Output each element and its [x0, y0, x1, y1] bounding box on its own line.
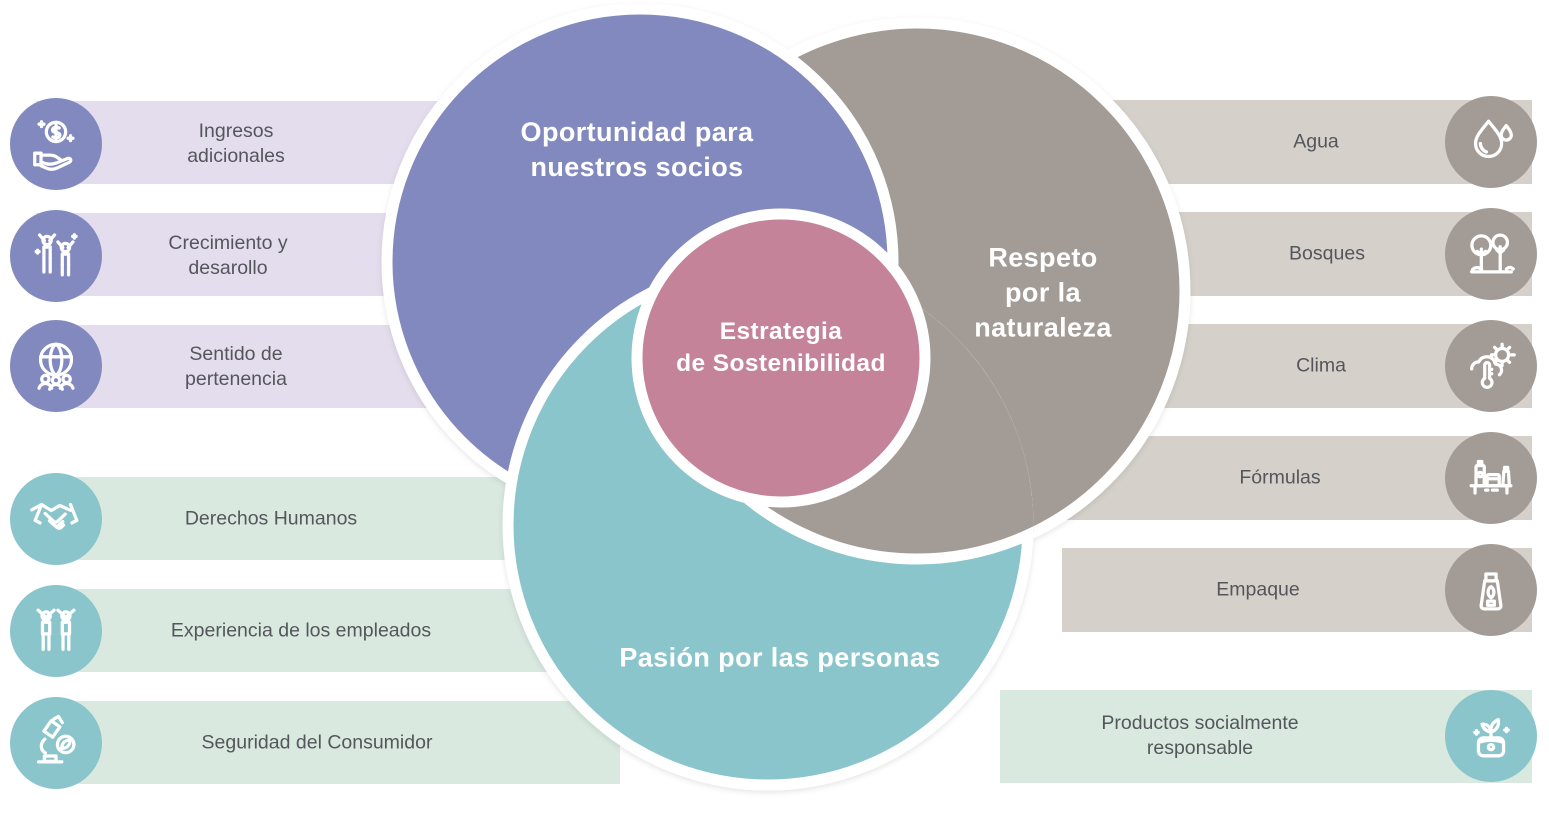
people-celebrating-icon [10, 210, 102, 302]
experiencia-label: Experiencia de los empleados [170, 619, 432, 642]
productos-bar [1000, 690, 1532, 783]
water-drop-icon [1445, 96, 1537, 188]
microscope-leaf-icon [10, 697, 102, 789]
crecimiento-label: Crecimiento y desarollo [168, 232, 288, 279]
handshake-icon [10, 473, 102, 565]
jar-sprout-icon [1445, 690, 1537, 782]
productos-label: Productos socialmente responsable [1101, 712, 1299, 759]
agua-label: Agua [1293, 130, 1339, 153]
clima-label: Clima [1296, 354, 1346, 377]
center-strategy-circle [631, 208, 931, 508]
globe-people-icon [10, 320, 102, 412]
nature-circle-title: Respeto por la naturaleza [974, 242, 1112, 343]
derechos-label: Derechos Humanos [184, 507, 358, 530]
seguridad-bar [36, 701, 620, 784]
empaque-label: Empaque [1216, 578, 1300, 601]
formulas-label: Fórmulas [1239, 466, 1321, 489]
bosques-label: Bosques [1289, 242, 1365, 265]
ingresos-label: Ingresos adicionales [187, 120, 285, 167]
employees-icon [10, 585, 102, 677]
climate-icon [1445, 320, 1537, 412]
pertenencia-label: Sentido de pertenencia [185, 343, 287, 390]
formulas-shelf-icon [1445, 432, 1537, 524]
trees-icon [1445, 208, 1537, 300]
center-circle-title: Estrategia de Sostenibilidad [676, 318, 886, 377]
seguridad-label: Seguridad del Consumidor [201, 731, 433, 754]
money-hand-icon [10, 98, 102, 190]
partners-circle-title: Oportunidad para nuestros socios [520, 116, 754, 182]
packaging-tube-icon [1445, 544, 1537, 636]
people-circle-title: Pasión por las personas [619, 642, 941, 673]
